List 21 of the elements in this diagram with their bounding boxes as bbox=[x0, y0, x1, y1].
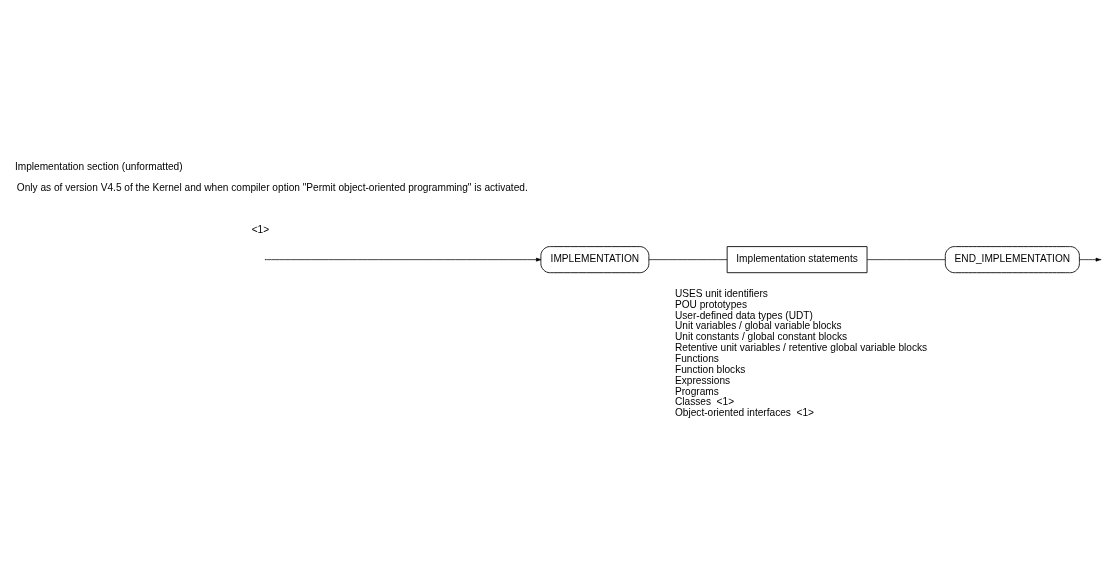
node-label: Classes <1> bbox=[674, 395, 735, 407]
node-box: IMPLEMENTATION bbox=[540, 245, 650, 273]
label: Only as of version V4.5 of the Kernel and when compiler option "Permit object-oriented programming" is activated. bbox=[16, 181, 528, 193]
node-label: POU prototypes bbox=[674, 298, 748, 310]
label: <1> bbox=[251, 223, 270, 235]
node-label: Unit variables / global variable blocks bbox=[674, 319, 842, 331]
node-label: Expressions bbox=[674, 374, 731, 386]
node-label: Unit constants / global constant blocks bbox=[674, 330, 848, 342]
arrow bbox=[265, 257, 542, 262]
node-label: Function blocks bbox=[674, 363, 746, 375]
node-label: Retentive unit variables / retentive global variable blocks bbox=[674, 341, 928, 353]
connector bbox=[866, 258, 946, 260]
connector bbox=[648, 258, 728, 260]
node-label: Object-oriented interfaces <1> bbox=[674, 406, 814, 418]
node-label: Functions bbox=[674, 352, 719, 364]
node-label: User-defined data types (UDT) bbox=[674, 309, 813, 320]
node-box: Implementation statements bbox=[726, 245, 868, 273]
node-label: USES unit identifiers bbox=[674, 287, 768, 299]
node-box: END_IMPLEMENTATION bbox=[944, 245, 1080, 273]
diagram-title: Implementation section (unformatted) bbox=[14, 160, 183, 172]
node-label: Programs bbox=[674, 385, 719, 397]
